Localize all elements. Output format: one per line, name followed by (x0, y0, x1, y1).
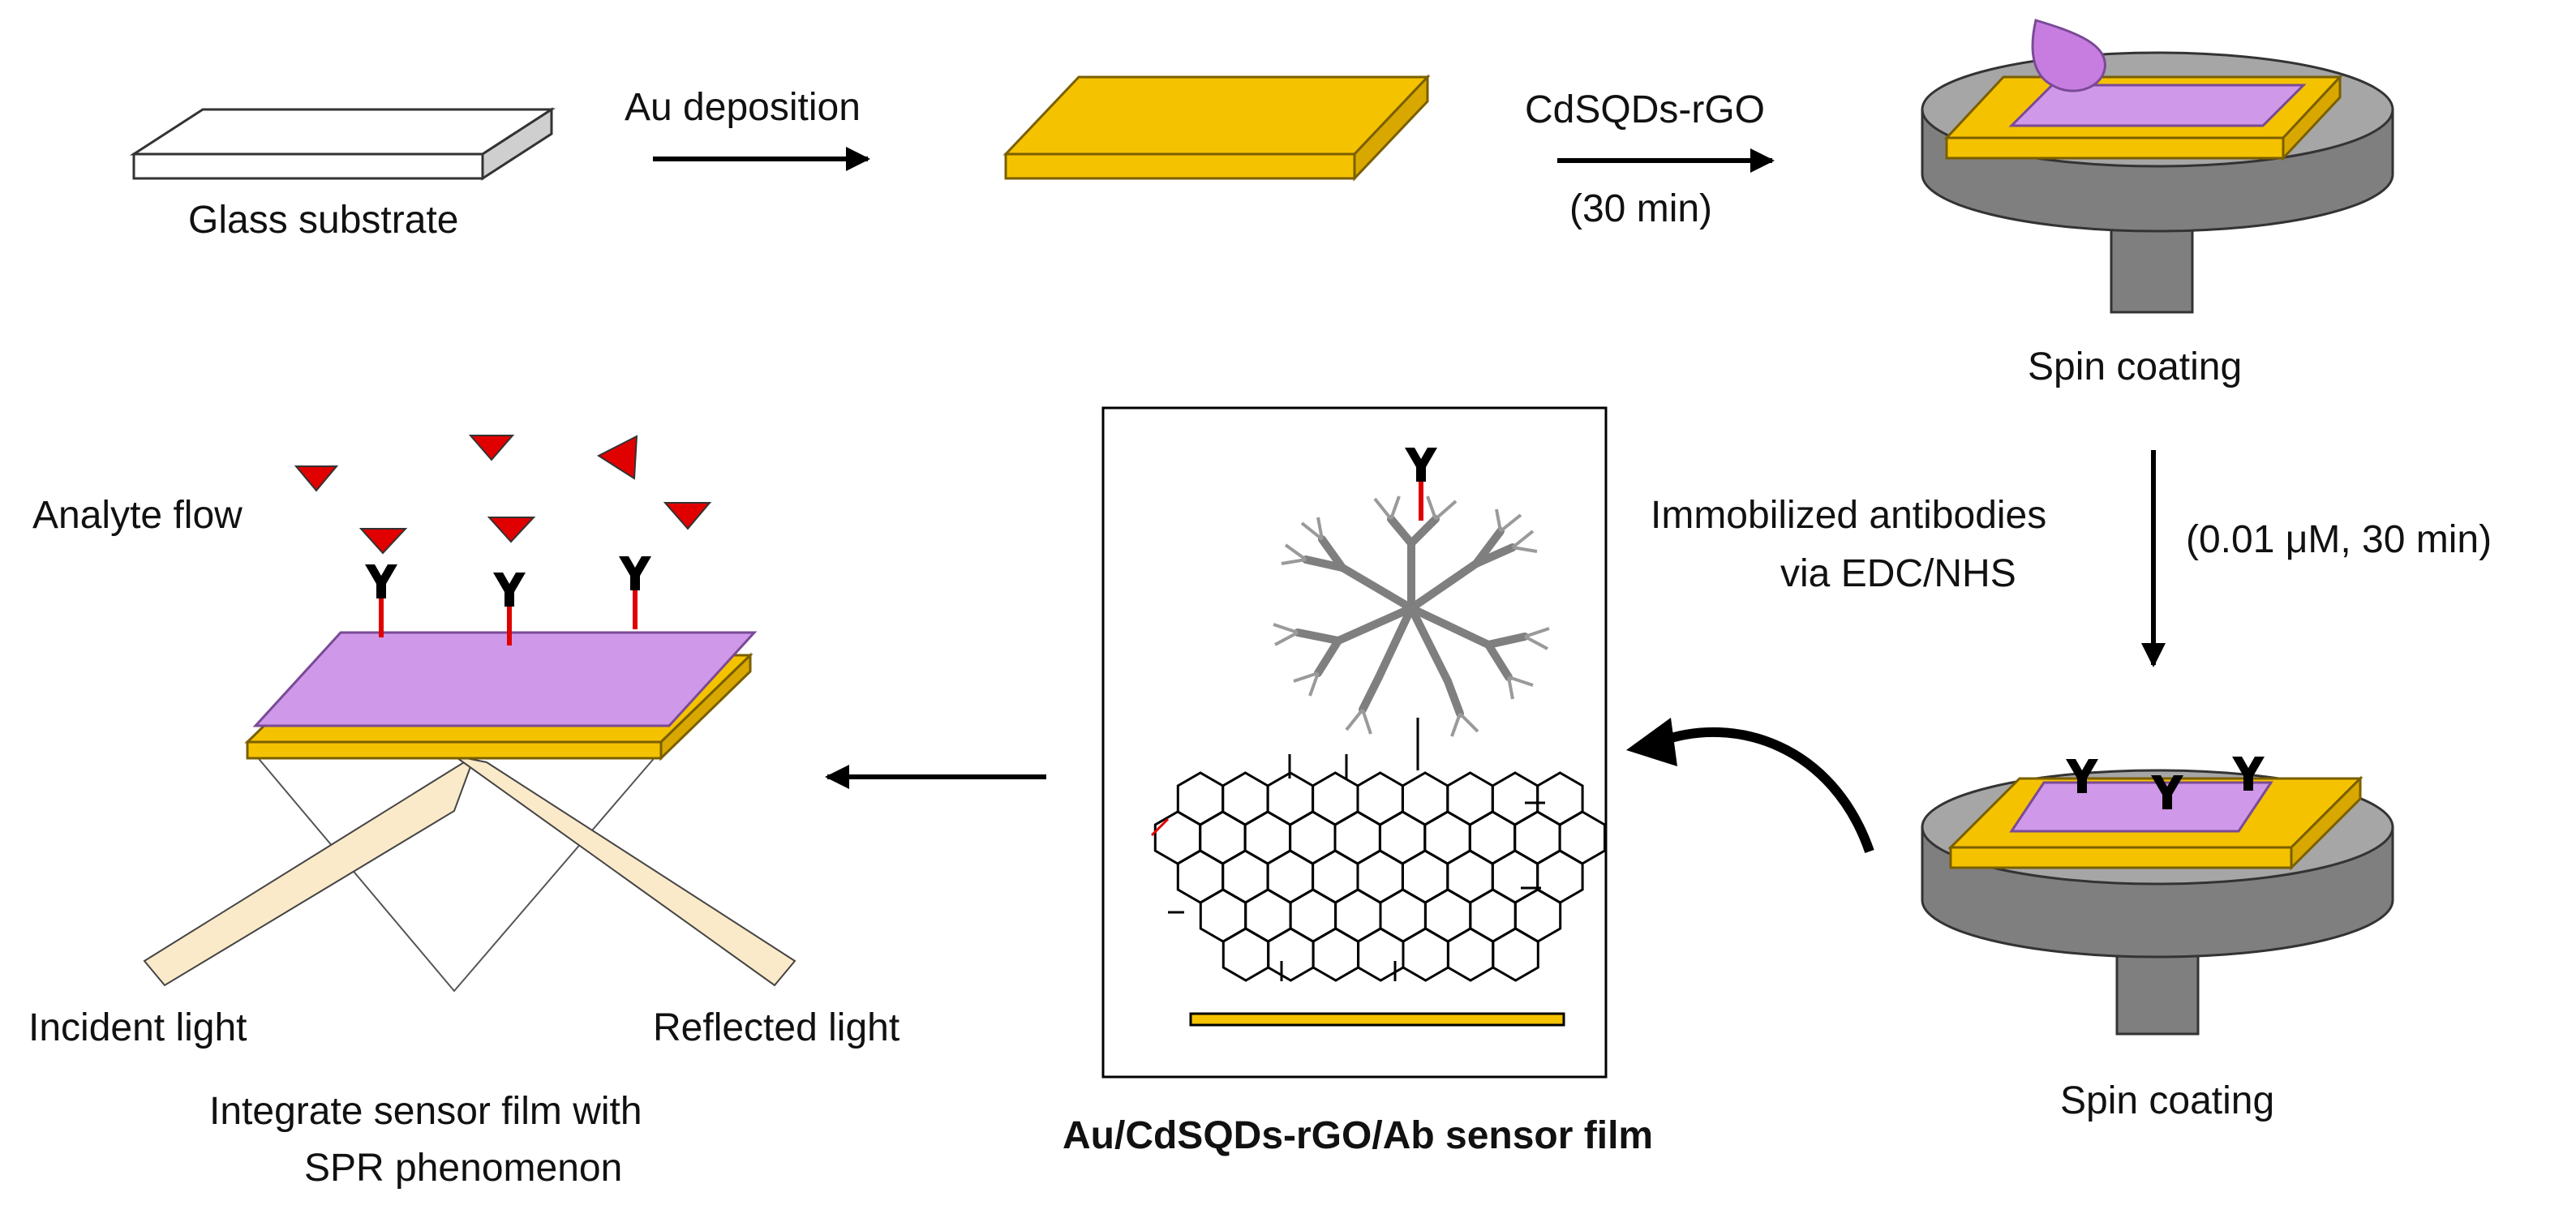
analyte-triangle-icon (358, 528, 408, 555)
dendrimer-amine-ends (1273, 495, 1550, 737)
au-deposition-label: Au deposition (625, 86, 861, 129)
antibody-y-icon (365, 564, 397, 637)
functional-groups (1150, 754, 1545, 981)
integrate-label-line2: SPR phenomenon (304, 1147, 623, 1190)
droplet-icon (2031, 19, 2106, 92)
analyte-triangle-icon (596, 435, 638, 480)
analyte-triangle-icon (663, 502, 712, 530)
spin-coater-top (1921, 19, 2394, 314)
spin-coating-bottom-label: Spin coating (2060, 1079, 2275, 1122)
reflected-beam (453, 755, 796, 987)
glass-substrate-slab (129, 107, 556, 181)
conditions-label: (0.01 μM, 30 min) (2186, 518, 2492, 561)
incident-beam (143, 753, 476, 987)
analyte-triangles (294, 435, 712, 555)
analyte-triangle-icon (487, 517, 536, 543)
spin-coating-top-label: Spin coating (2028, 345, 2243, 388)
gold-slab (1002, 74, 1431, 182)
rgo-hexagon (1492, 927, 1539, 982)
sensor-film-panel (1101, 406, 1608, 1079)
analyte-triangle-icon (294, 465, 339, 492)
sensor-film-label: Au/CdSQDs-rGO/Ab sensor film (1063, 1114, 1654, 1157)
immobilized-label-line1: Immobilized antibodies (1651, 494, 2047, 537)
spr-sensing-layer (252, 631, 758, 727)
antibody-y-icon (619, 556, 651, 629)
spr-gold-side (246, 740, 663, 760)
incident-light-label: Incident light (28, 1006, 247, 1049)
immobilized-label-line2: via EDC/NHS (1780, 552, 2016, 595)
reflected-light-label: Reflected light (653, 1006, 900, 1049)
cdsqds-rgo-label: CdSQDs-rGO (1525, 88, 1766, 131)
rgo-lattice (1153, 771, 1606, 982)
gold-bar (1189, 1012, 1565, 1027)
analyte-flow-label: Analyte flow (32, 494, 243, 537)
curved-arrow (1626, 718, 1874, 853)
glass-substrate-label: Glass substrate (188, 199, 459, 242)
analyte-triangle-icon (468, 435, 515, 461)
integrate-label-line1: Integrate sensor film with (209, 1090, 642, 1133)
spin-coater-bottom (1921, 757, 2394, 1036)
thirty-min-label: (30 min) (1569, 187, 1713, 230)
dendrimer (1294, 515, 1529, 718)
